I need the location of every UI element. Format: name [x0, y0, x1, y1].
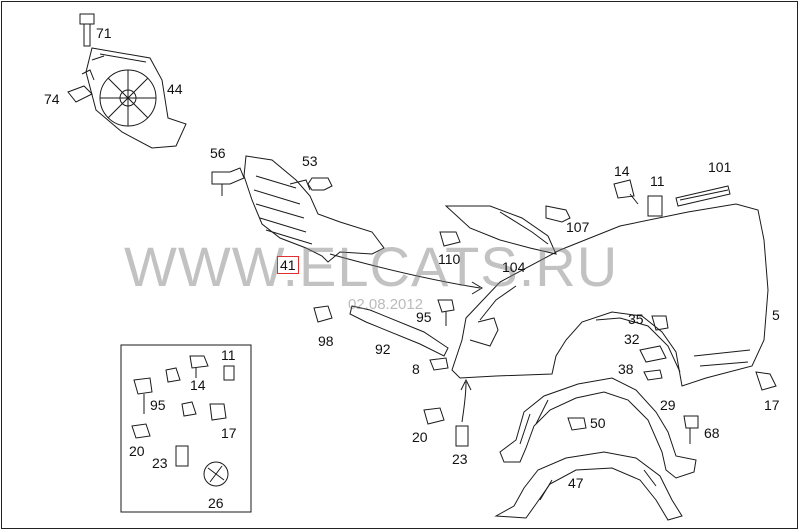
callout-20[interactable]: 20	[412, 429, 428, 445]
part-8-clip[interactable]	[429, 357, 449, 371]
part-101-strip[interactable]	[675, 185, 731, 207]
part-71-bolt[interactable]	[79, 13, 95, 47]
callout-98[interactable]: 98	[318, 333, 334, 349]
callout-8[interactable]: 8	[412, 361, 420, 377]
part-107-screw[interactable]	[545, 205, 571, 223]
part-17-bolt[interactable]	[755, 371, 777, 391]
inset-callout-23[interactable]: 23	[152, 455, 168, 471]
part-68-screw[interactable]	[683, 415, 699, 444]
callout-68[interactable]: 68	[704, 425, 720, 441]
assembly-arrows	[329, 253, 483, 423]
callout-35[interactable]: 35	[628, 311, 644, 327]
part-110-nut[interactable]	[439, 231, 461, 247]
part-29-liner[interactable]	[499, 377, 697, 479]
callout-74[interactable]: 74	[44, 91, 60, 107]
callout-110[interactable]: 110	[438, 251, 461, 267]
inset-callout-26[interactable]: 26	[208, 495, 224, 511]
inset-parts	[131, 355, 235, 487]
part-56-clip[interactable]	[211, 167, 245, 196]
inset-frame	[120, 344, 252, 513]
part-35-bolt[interactable]	[651, 315, 669, 331]
callout-23[interactable]: 23	[452, 451, 468, 467]
part-92-bar[interactable]	[349, 305, 449, 357]
callout-53[interactable]: 53	[302, 153, 318, 169]
part-5-fender[interactable]	[451, 203, 769, 387]
part-41-panel[interactable]	[243, 155, 385, 263]
callout-5[interactable]: 5	[772, 307, 780, 323]
inset-callout-95[interactable]: 95	[150, 397, 166, 413]
part-20-clip[interactable]	[423, 407, 445, 425]
callout-101[interactable]: 101	[708, 159, 732, 175]
callout-107[interactable]: 107	[566, 219, 590, 235]
part-98-bolt[interactable]	[313, 305, 333, 323]
callout-47[interactable]: 47	[568, 475, 584, 491]
part-47-liner[interactable]	[494, 451, 683, 521]
callout-44[interactable]: 44	[167, 81, 183, 97]
callout-32[interactable]: 32	[624, 331, 640, 347]
callout-29[interactable]: 29	[660, 397, 676, 413]
callout-41[interactable]: 41	[277, 256, 299, 274]
part-50-nut[interactable]	[567, 417, 587, 431]
part-74-clip[interactable]	[67, 69, 95, 103]
part-104-bracket[interactable]	[444, 205, 557, 255]
callout-14[interactable]: 14	[614, 163, 630, 179]
part-11-clip[interactable]	[647, 195, 663, 217]
part-95-screw[interactable]	[437, 299, 455, 326]
callout-71[interactable]: 71	[96, 25, 112, 41]
part-38-clip[interactable]	[643, 369, 663, 381]
part-44-shroud[interactable]	[85, 47, 187, 149]
part-23-clip[interactable]	[455, 425, 469, 447]
part-14-bolt[interactable]	[613, 179, 639, 205]
callout-104[interactable]: 104	[502, 259, 526, 275]
callout-56[interactable]: 56	[210, 145, 226, 161]
watermark-date: 02.08.2012	[348, 296, 424, 313]
inset-callout-14[interactable]: 14	[190, 377, 206, 393]
part-53-nut[interactable]	[307, 177, 333, 191]
inset-callout-17[interactable]: 17	[221, 425, 237, 441]
part-32-clip[interactable]	[639, 345, 667, 363]
callout-95[interactable]: 95	[416, 309, 432, 325]
callout-92[interactable]: 92	[375, 341, 391, 357]
watermark-text: WWW.ELCATS.RU	[124, 235, 619, 298]
inset-callout-11[interactable]: 11	[221, 347, 236, 363]
callout-17[interactable]: 17	[764, 397, 780, 413]
callout-38[interactable]: 38	[618, 361, 634, 377]
inset-callout-20[interactable]: 20	[129, 443, 145, 459]
callout-11[interactable]: 11	[650, 173, 665, 189]
callout-50[interactable]: 50	[590, 415, 606, 431]
